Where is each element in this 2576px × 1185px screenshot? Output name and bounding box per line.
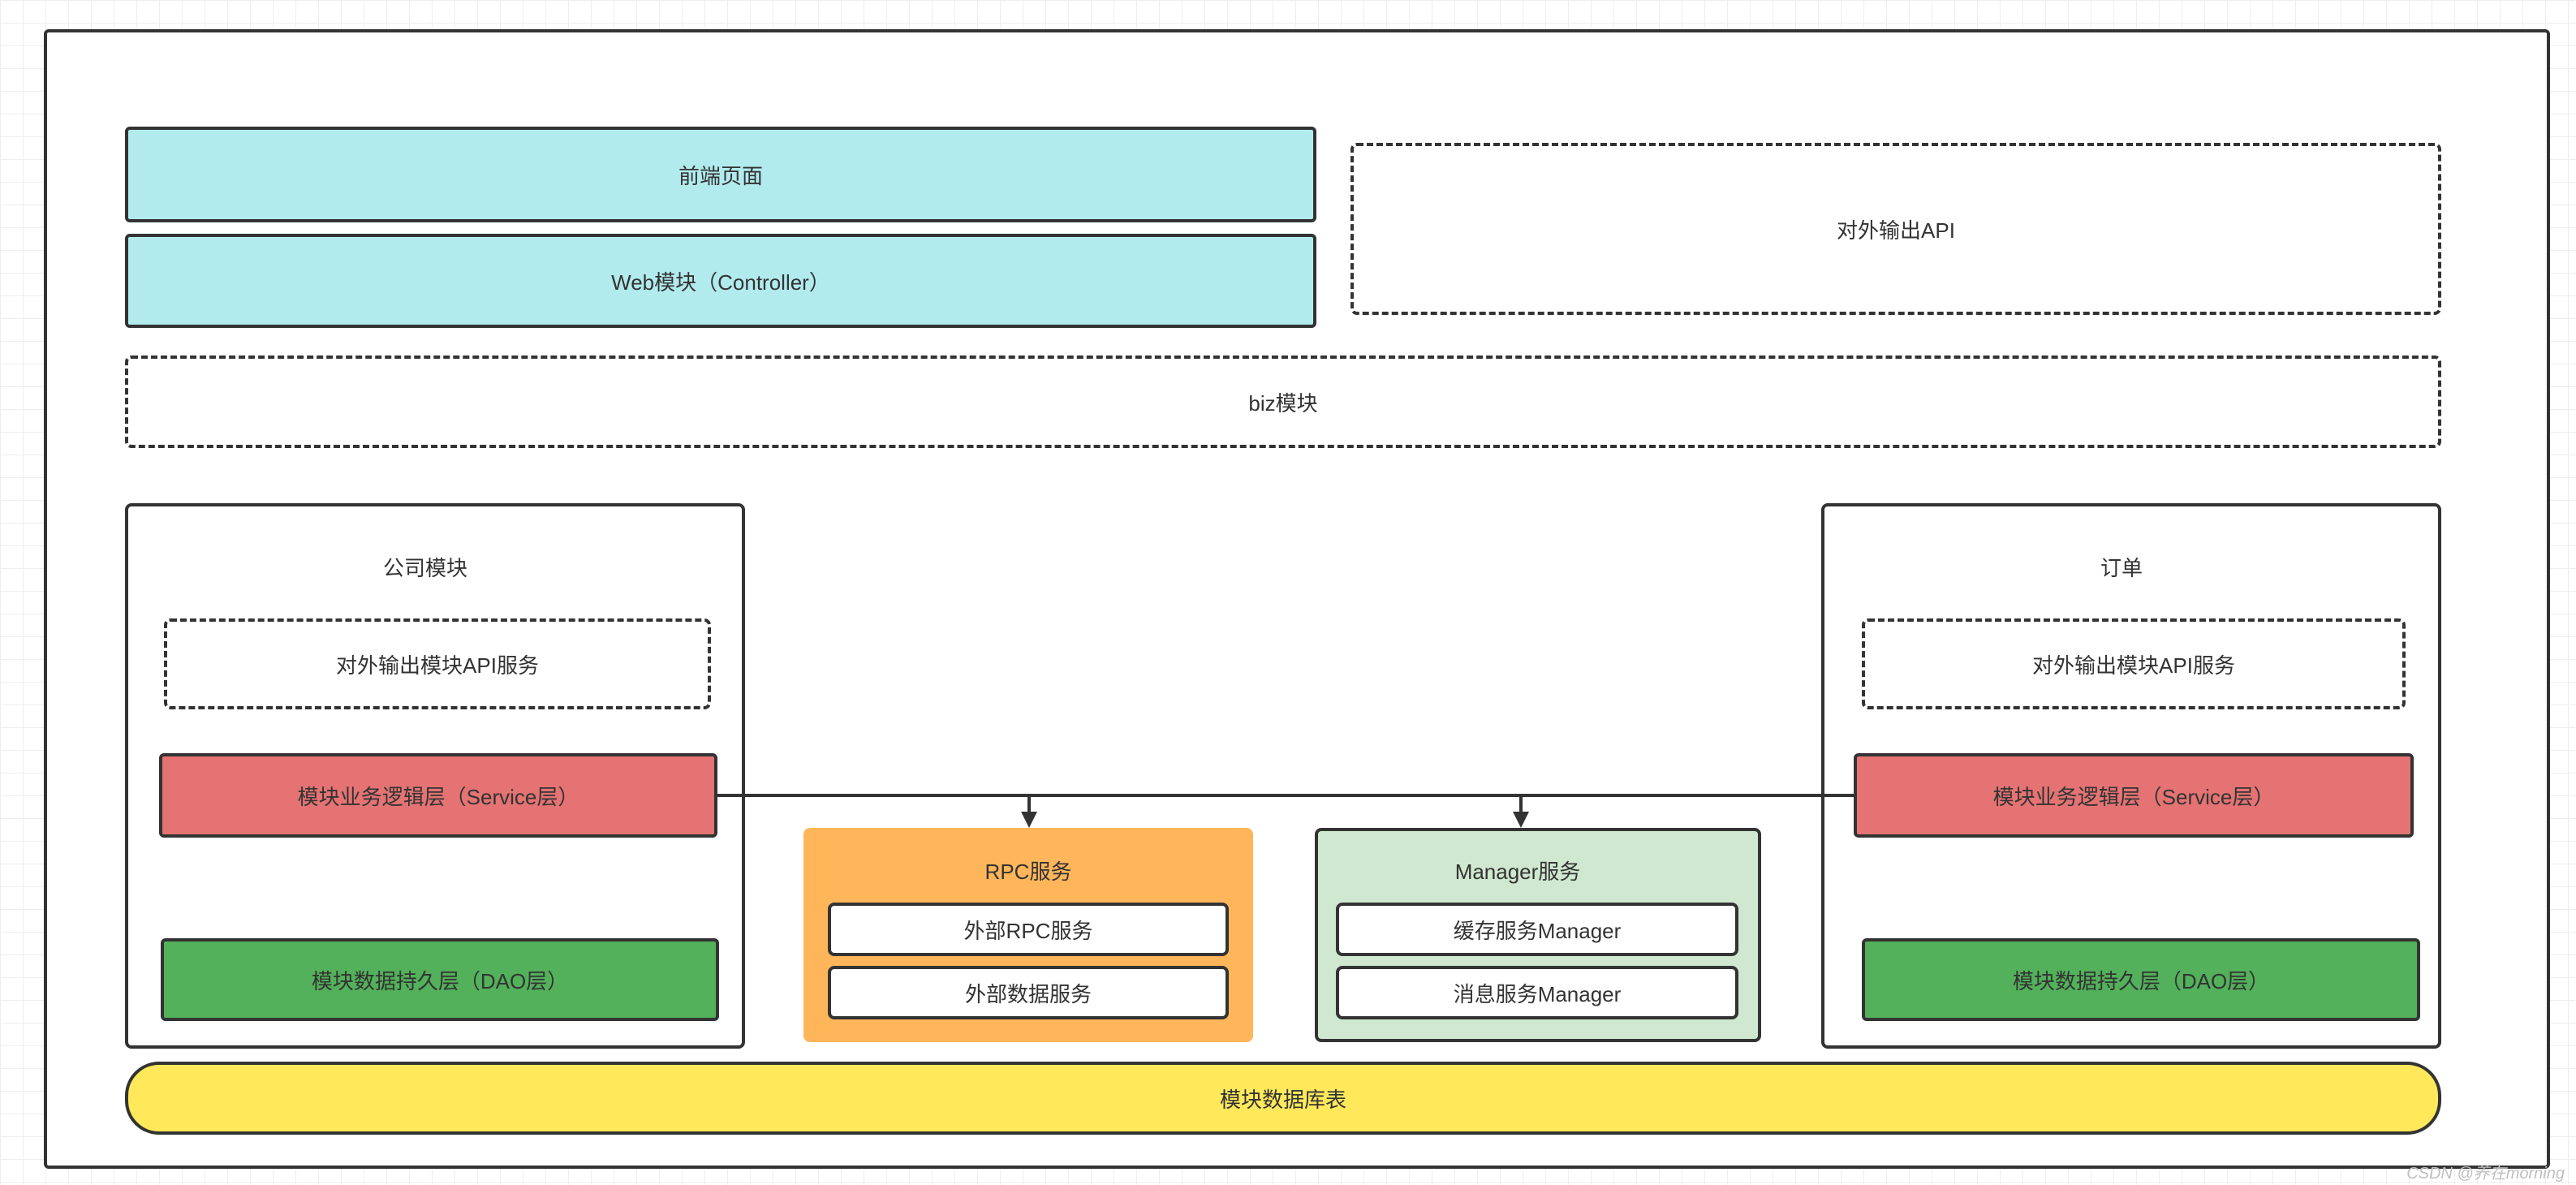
rpc-service-title: RPC服务 (984, 860, 1072, 884)
company-dao-layer-box: 模块数据持久层（DAO层） (161, 938, 719, 1021)
watermark: CSDN @养在morning (2406, 1165, 2565, 1183)
order-dao-layer-label: 模块数据持久层（DAO层） (2012, 968, 2270, 993)
database-tables-label: 模块数据库表 (1219, 1087, 1346, 1112)
order-api-service-label: 对外输出模块API服务 (2032, 653, 2235, 678)
order-service-layer-box: 模块业务逻辑层（Service层） (1854, 753, 2414, 838)
rpc-item-external-data: 外部数据服务 (828, 966, 1229, 1019)
manager-item-label: 缓存服务Manager (1453, 918, 1622, 943)
manager-item-label: 消息服务Manager (1453, 981, 1622, 1006)
web-module-box: Web模块（Controller） (125, 234, 1316, 328)
rpc-item-label: 外部数据服务 (964, 981, 1092, 1006)
manager-item-cache: 缓存服务Manager (1336, 903, 1738, 956)
biz-module-label: biz模块 (1248, 390, 1318, 416)
company-module-title: 公司模块 (382, 556, 467, 580)
manager-item-message: 消息服务Manager (1336, 966, 1738, 1019)
company-service-layer-label: 模块业务逻辑层（Service层） (297, 784, 579, 809)
company-api-service-label: 对外输出模块API服务 (336, 653, 539, 678)
database-tables-box: 模块数据库表 (125, 1062, 2441, 1135)
order-api-service-box: 对外输出模块API服务 (1862, 618, 2406, 709)
company-api-service-box: 对外输出模块API服务 (164, 618, 711, 709)
company-service-layer-box: 模块业务逻辑层（Service层） (159, 753, 717, 838)
frontend-label: 前端页面 (678, 163, 763, 188)
frontend-box: 前端页面 (125, 127, 1316, 222)
order-module-title: 订单 (2100, 556, 2143, 580)
manager-service-title: Manager服务 (1454, 860, 1581, 884)
web-module-label: Web模块（Controller） (611, 269, 830, 295)
external-api-box: 对外输出API (1350, 143, 2441, 315)
order-service-layer-label: 模块业务逻辑层（Service层） (1992, 784, 2275, 809)
company-dao-layer-label: 模块数据持久层（DAO层） (311, 968, 569, 993)
rpc-item-label: 外部RPC服务 (963, 918, 1093, 943)
biz-module-box: biz模块 (125, 356, 2441, 448)
rpc-item-external-rpc: 外部RPC服务 (828, 903, 1229, 956)
order-dao-layer-box: 模块数据持久层（DAO层） (1862, 938, 2420, 1021)
external-api-label: 对外输出API (1837, 218, 1955, 243)
